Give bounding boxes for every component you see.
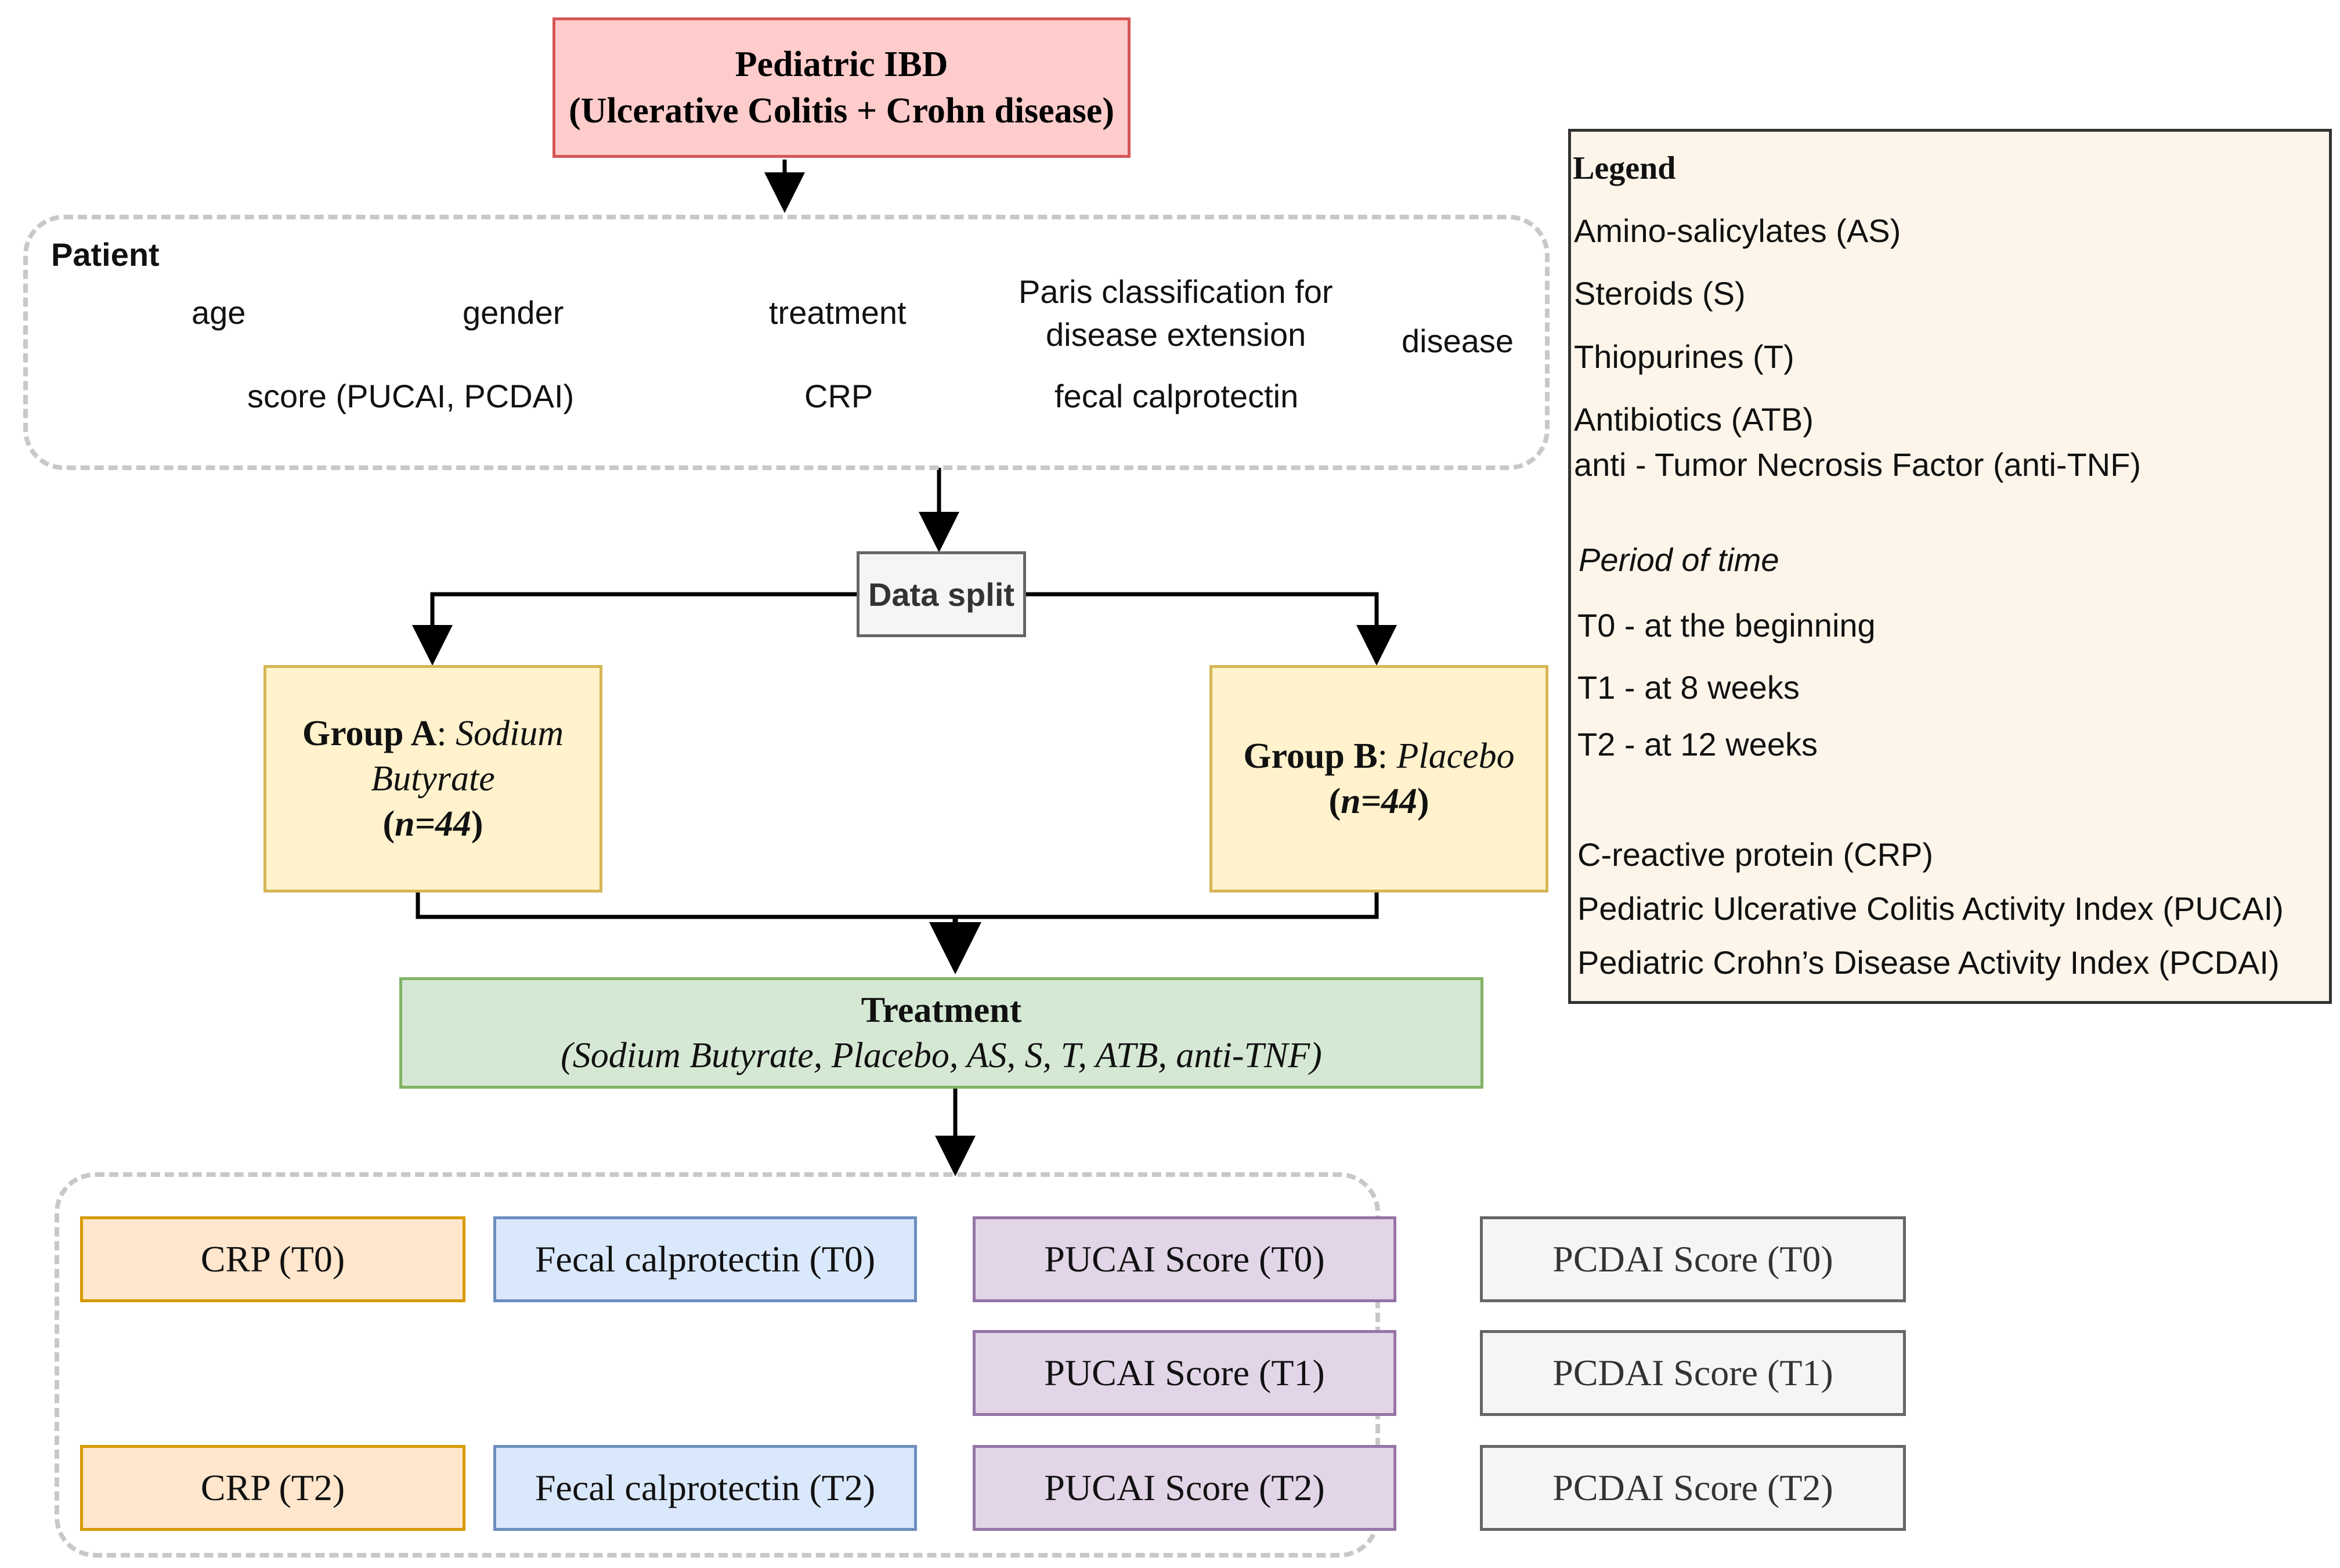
patient-score: score (PUCAI, PCDAI) xyxy=(247,378,575,414)
legend-t1: T1 - at 8 weeks xyxy=(1577,669,1800,706)
patient-crp: CRP xyxy=(804,378,873,414)
legend-atb: Antibiotics (ATB) xyxy=(1574,401,1814,438)
fecal-t0-box: Fecal calprotectin (T0) xyxy=(493,1216,917,1302)
pucai-t1-label: PUCAI Score (T1) xyxy=(1044,1352,1325,1393)
patient-title: Patient xyxy=(51,236,160,273)
group-a-box: Group A: Sodium Butyrate (n=44) xyxy=(263,665,602,893)
fecal-t2-box: Fecal calprotectin (T2) xyxy=(493,1445,917,1531)
legend-crp: C-reactive protein (CRP) xyxy=(1577,836,1934,873)
group-b-n-close: ) xyxy=(1417,782,1429,821)
arrow-split-to-group-a xyxy=(412,592,857,666)
treatment-title: Treatment xyxy=(861,991,1022,1030)
legend-t: Thiopurines (T) xyxy=(1574,338,1794,375)
group-a-sep: : xyxy=(436,714,456,753)
pucai-t0-label: PUCAI Score (T0) xyxy=(1044,1238,1325,1280)
legend-title: Legend xyxy=(1573,150,1676,186)
patient-disease: disease xyxy=(1402,323,1514,359)
pucai-t2-box: PUCAI Score (T2) xyxy=(973,1445,1396,1531)
legend-pcdai: Pediatric Crohn’s Disease Activity Index… xyxy=(1577,944,2280,981)
legend-period-title: Period of time xyxy=(1579,541,1779,578)
patient-age: age xyxy=(192,294,246,331)
legend-antitnf: anti - Tumor Necrosis Factor (anti-TNF) xyxy=(1574,446,2142,483)
pucai-t0-box: PUCAI Score (T0) xyxy=(973,1216,1396,1302)
patient-group xyxy=(23,215,1550,470)
arrow-split-to-group-b xyxy=(1026,592,1397,666)
pediatric-ibd-title: Pediatric IBD xyxy=(735,45,948,84)
patient-fecal: fecal calprotectin xyxy=(1055,378,1299,414)
crp-t0-box: CRP (T0) xyxy=(80,1216,465,1302)
group-a-drug-2: Butyrate xyxy=(371,759,495,799)
legend-as: Amino-salicylates (AS) xyxy=(1574,212,1901,249)
legend-pucai: Pediatric Ulcerative Colitis Activity In… xyxy=(1577,890,2284,927)
group-b-box: Group B: Placebo (n=44) xyxy=(1209,665,1548,893)
group-a-drug-1: Sodium xyxy=(456,714,564,753)
group-b-name: Group B xyxy=(1243,736,1378,776)
group-b-n: n=44 xyxy=(1341,782,1417,821)
pcdai-t1-box: PCDAI Score (T1) xyxy=(1480,1330,1906,1416)
pucai-t1-box: PUCAI Score (T1) xyxy=(973,1330,1396,1416)
data-split-box: Data split xyxy=(857,551,1026,637)
data-split-label: Data split xyxy=(868,576,1015,613)
legend-t2: T2 - at 12 weeks xyxy=(1577,726,1818,763)
crp-t0-label: CRP (T0) xyxy=(200,1238,345,1280)
legend-t0: T0 - at the beginning xyxy=(1577,607,1876,644)
patient-gender: gender xyxy=(463,294,564,331)
crp-t2-box: CRP (T2) xyxy=(80,1445,465,1531)
crp-t2-label: CRP (T2) xyxy=(200,1467,345,1508)
group-a-name: Group A xyxy=(302,714,437,753)
fecal-t0-label: Fecal calprotectin (T0) xyxy=(535,1238,876,1280)
fecal-t2-label: Fecal calprotectin (T2) xyxy=(535,1467,876,1508)
pucai-t2-label: PUCAI Score (T2) xyxy=(1044,1467,1325,1508)
pcdai-t2-box: PCDAI Score (T2) xyxy=(1480,1445,1906,1531)
patient-paris-line1: Paris classification for xyxy=(1019,273,1333,310)
patient-paris-line2: disease extension xyxy=(1046,316,1306,353)
pcdai-t2-label: PCDAI Score (T2) xyxy=(1552,1467,1833,1508)
legend-s: Steroids (S) xyxy=(1574,275,1746,312)
pediatric-ibd-box: Pediatric IBD (Ulcerative Colitis + Croh… xyxy=(552,17,1131,158)
group-a-n: n=44 xyxy=(395,804,471,844)
group-b-drug: Placebo xyxy=(1396,736,1515,776)
group-a-n-open: ( xyxy=(382,804,395,844)
pcdai-t0-box: PCDAI Score (T0) xyxy=(1480,1216,1906,1302)
patient-treatment: treatment xyxy=(769,294,907,331)
group-b-sep: : xyxy=(1377,736,1397,776)
pcdai-t1-label: PCDAI Score (T1) xyxy=(1552,1352,1833,1393)
merge-lines-groups xyxy=(416,891,1379,919)
treatment-box: Treatment (Sodium Butyrate, Placebo, AS,… xyxy=(399,977,1483,1089)
pediatric-ibd-subtitle: (Ulcerative Colitis + Crohn disease) xyxy=(569,91,1114,131)
legend-box xyxy=(1568,129,2332,1004)
group-b-n-open: ( xyxy=(1328,782,1341,821)
treatment-detail: (Sodium Butyrate, Placebo, AS, S, T, ATB… xyxy=(561,1036,1322,1075)
group-a-n-close: ) xyxy=(471,804,483,844)
pcdai-t0-label: PCDAI Score (T0) xyxy=(1552,1238,1833,1280)
